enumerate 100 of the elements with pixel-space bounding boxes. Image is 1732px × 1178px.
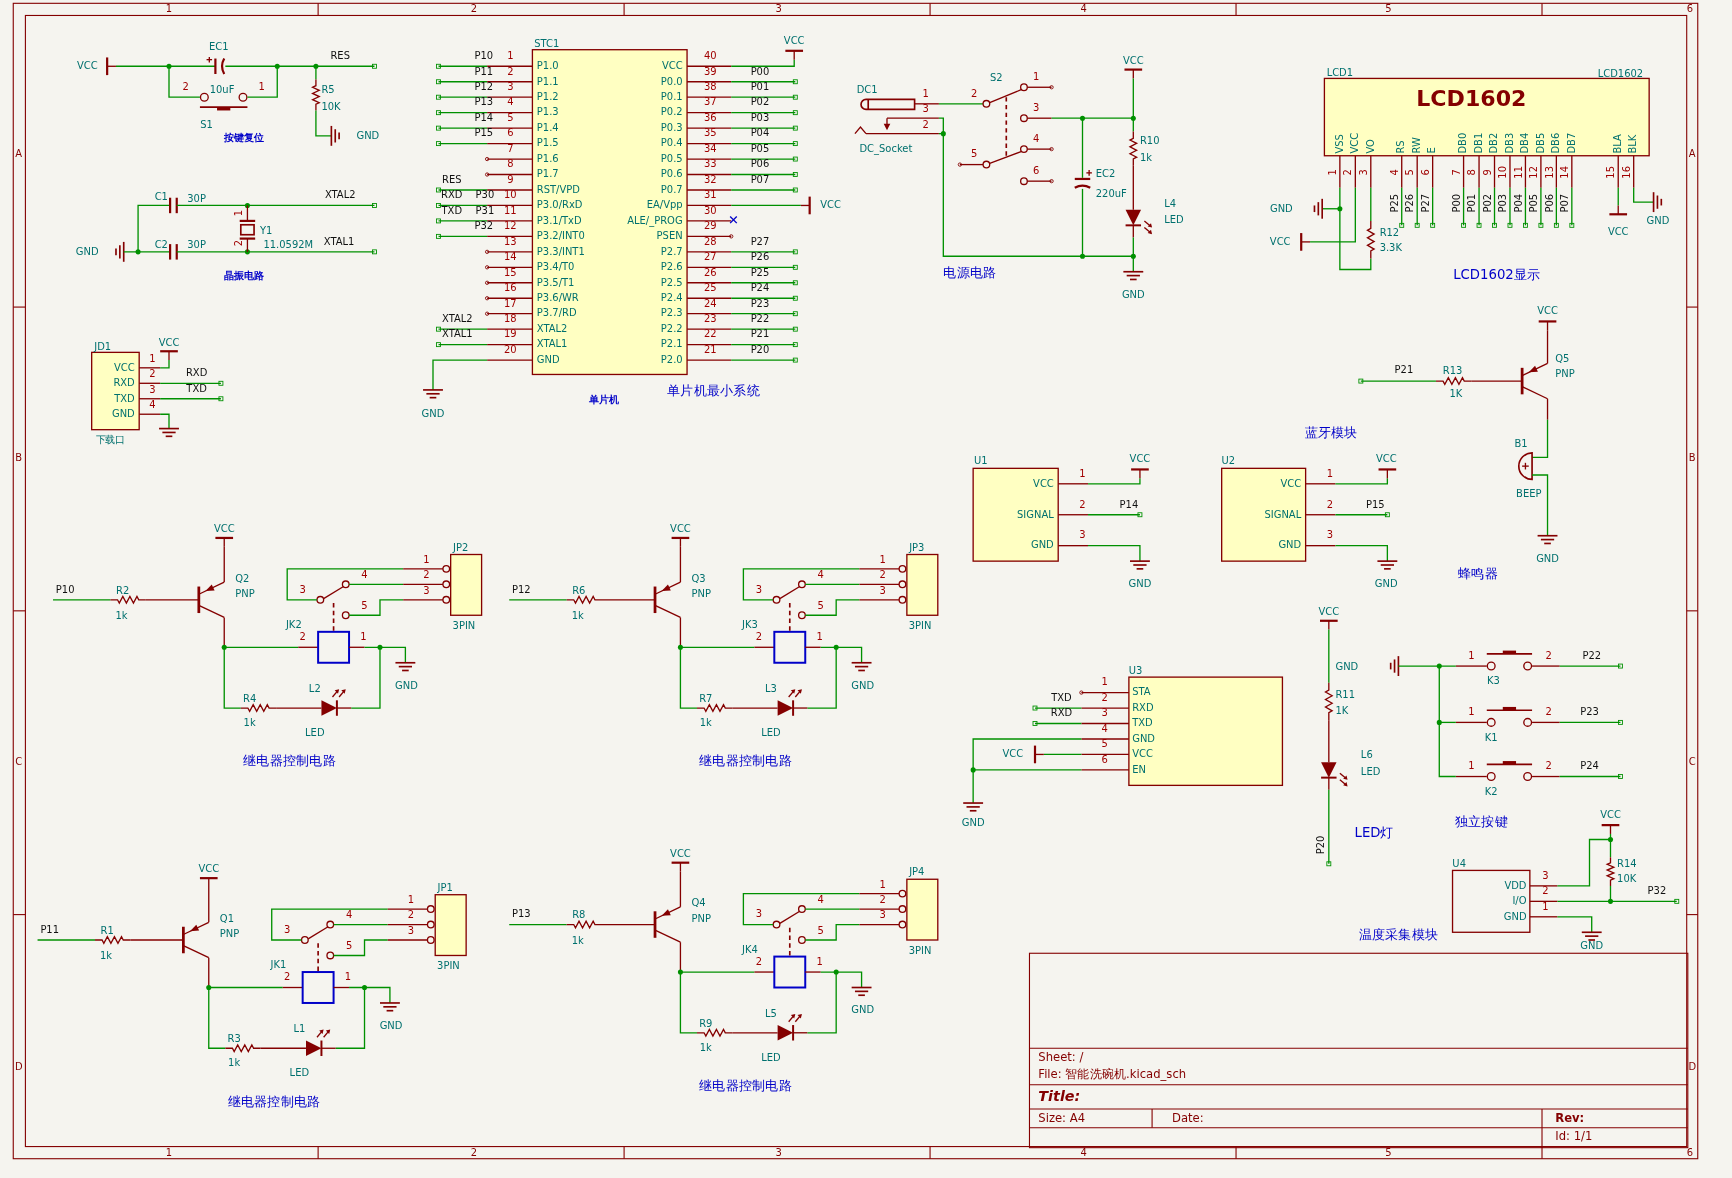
pin-name: P2.6 — [660, 262, 683, 273]
pin-name: BLA — [1613, 134, 1624, 154]
pin-name: EN — [1132, 764, 1146, 775]
component-label: EC2 — [1095, 169, 1116, 180]
pin-number: 22 — [703, 329, 717, 340]
component-label: 10uF — [209, 85, 235, 96]
pin-number: 3 — [149, 384, 156, 395]
pin-number: 14 — [504, 252, 517, 263]
frame-marker: 2 — [470, 3, 478, 14]
component-label: VCC — [1318, 606, 1340, 617]
pin-number: 1 — [1468, 707, 1475, 718]
component-label: LED — [305, 728, 325, 739]
net-label: P31 — [475, 206, 495, 216]
pin-name: STA — [1132, 687, 1151, 698]
component-label: VCC — [1002, 749, 1024, 760]
net-label: P20 — [1316, 835, 1327, 855]
pin-name: P3.1/TxD — [536, 215, 582, 226]
frame-marker: 4 — [1080, 3, 1087, 14]
pin-name: DB1 — [1474, 132, 1484, 154]
component-label: S1 — [200, 119, 213, 130]
pin-number: 3 — [1326, 530, 1334, 541]
pin-name: RXD — [113, 378, 135, 389]
pin-name: I/O — [1512, 896, 1527, 907]
component-label: L2 — [308, 684, 321, 695]
pin-number: 1 — [1468, 651, 1475, 662]
component-label: GND — [1536, 553, 1559, 564]
net-label: P04 — [750, 128, 770, 139]
pin-name: P2.2 — [660, 324, 683, 335]
net-label: RXD — [1050, 708, 1073, 719]
frame-marker: A — [15, 149, 23, 160]
pin-name: VO — [1365, 139, 1376, 154]
net-label: P20 — [750, 345, 770, 356]
pin-number: 2 — [1326, 499, 1334, 510]
pin-name: P0.3 — [660, 123, 683, 134]
component-label: 1k — [228, 1058, 241, 1069]
section-title: 继电器控制电路 — [699, 1079, 792, 1093]
pin-number: 12 — [1529, 166, 1540, 179]
component-label: 30P — [187, 193, 206, 204]
pin-number: 4 — [345, 910, 353, 921]
frame-marker: C — [15, 757, 23, 768]
frame-marker: B — [1688, 453, 1696, 464]
pin-name: XTAL2 — [536, 324, 568, 335]
pin-number: 25 — [703, 283, 717, 294]
component-label: 220uF — [1095, 189, 1127, 200]
component-label: R1 — [100, 926, 114, 937]
component-label: 1k — [699, 1043, 712, 1054]
pin-number: 6 — [1101, 755, 1108, 765]
pin-name: P1.2 — [536, 92, 559, 103]
net-label: P25 — [750, 267, 770, 278]
component-label: S2 — [990, 73, 1003, 84]
section-title: 单片机最小系统 — [667, 384, 760, 398]
pin-name: P1.7 — [536, 169, 559, 180]
component-label: VCC — [1607, 227, 1629, 237]
pin-number: 2 — [1545, 761, 1552, 772]
component-label: GND — [1646, 215, 1670, 226]
pin-name: P2.3 — [660, 308, 683, 319]
pin-name: VCC — [661, 61, 683, 72]
component-label: Q5 — [1555, 354, 1570, 364]
component-label: 11.0592M — [263, 240, 314, 251]
pin-name: ALE/_PROG — [627, 215, 683, 226]
pin-name: GND — [1278, 540, 1302, 551]
pin-number: 3 — [423, 586, 430, 596]
pin-number: 19 — [504, 329, 517, 340]
component-label: U3 — [1128, 666, 1143, 677]
component-label: LED — [1360, 767, 1381, 778]
frame-marker: 6 — [1686, 1148, 1694, 1159]
pin-number: 1 — [922, 88, 929, 99]
component-label: STC1 — [534, 39, 560, 50]
component-label: R5 — [321, 85, 335, 96]
pin-name: VDD — [1504, 880, 1527, 891]
pin-number: 1 — [507, 51, 514, 62]
pin-number: 16 — [1622, 166, 1633, 179]
pin-number: 1 — [879, 879, 886, 890]
component-label: JK2 — [285, 620, 302, 631]
pin-name: P3.0/RxD — [536, 200, 583, 211]
net-label: P22 — [1582, 651, 1602, 662]
component-label: R10 — [1139, 136, 1160, 147]
component-label: 30P — [187, 240, 206, 251]
component-label: 1k — [571, 611, 584, 622]
pin-number: 12 — [504, 221, 517, 232]
component-label: R13 — [1442, 366, 1463, 377]
pin-number: 2 — [755, 632, 762, 643]
pin-number: 1 — [816, 957, 823, 968]
net-label: P21 — [1394, 365, 1414, 375]
pin-number: 1 — [1542, 901, 1549, 912]
frame-marker: B — [15, 453, 23, 464]
component-label: DC1 — [856, 85, 878, 96]
component-label: Q1 — [219, 914, 234, 924]
pin-name: GND — [1132, 734, 1155, 744]
component-label: GND — [851, 1005, 875, 1016]
section-title: 电源电路 — [943, 266, 997, 280]
component-label: GND — [379, 1021, 403, 1032]
pin-name: DB6 — [1551, 132, 1562, 154]
pin-name: P0.7 — [660, 185, 683, 195]
pin-number: 26 — [703, 267, 717, 278]
component-label: VCC — [783, 35, 805, 46]
component-label: PNP — [1555, 369, 1575, 380]
pin-number: 2 — [971, 88, 978, 99]
net-label: P07 — [750, 175, 770, 185]
net-label: P24 — [750, 283, 770, 294]
